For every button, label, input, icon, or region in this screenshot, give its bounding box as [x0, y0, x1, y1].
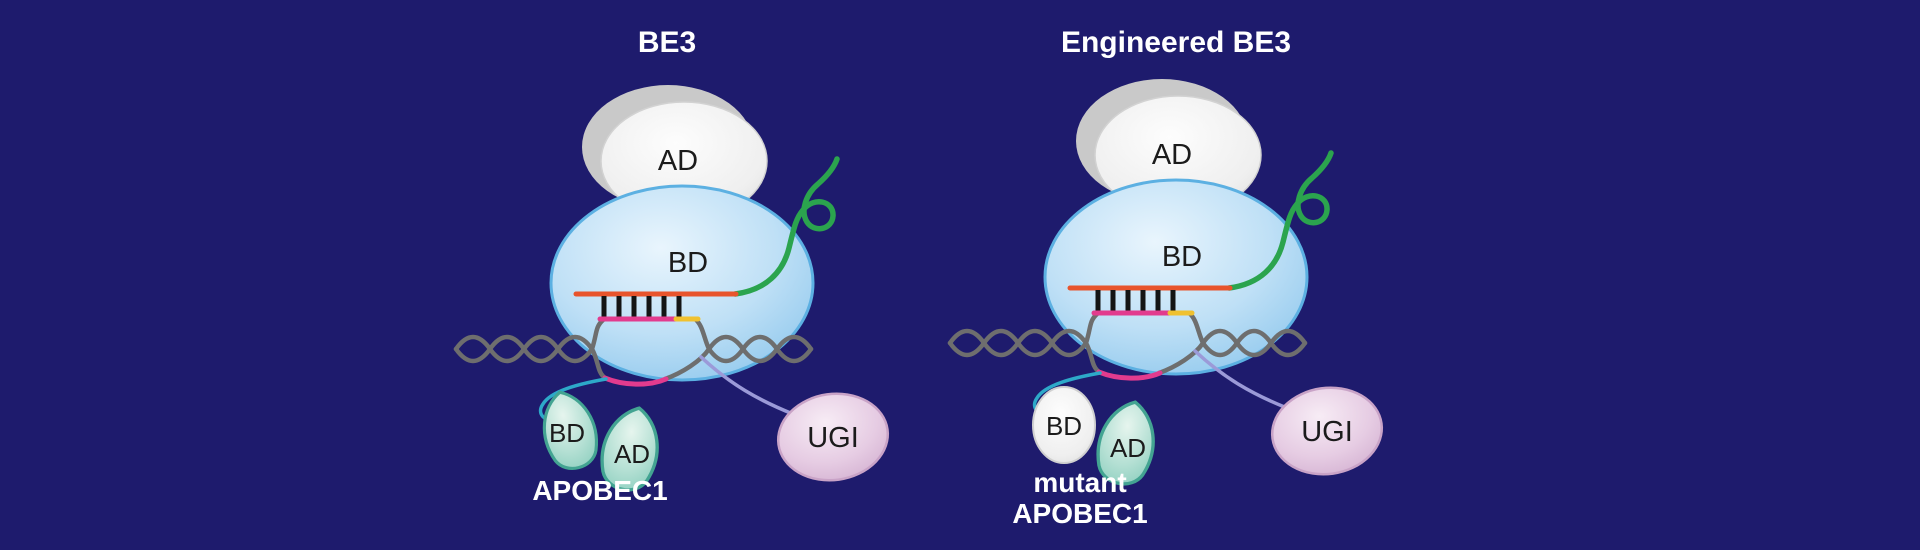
ad-domain-label: AD [658, 145, 698, 177]
ugi-blob [1270, 386, 1384, 476]
panel-engineered-be3: Engineered BE3 AD BD [947, 26, 1384, 529]
ugi-blob [776, 392, 890, 482]
apobec-name-line2: APOBEC1 [1012, 498, 1147, 529]
cas9-bd-body [1043, 178, 1309, 376]
dna-helix-right-strand-b [1200, 328, 1308, 358]
ugi-label: UGI [1301, 416, 1353, 448]
apobec-name-line1: mutant [1033, 467, 1126, 498]
sgrna-loop [1226, 150, 1334, 291]
panel-title-engineered-be3: Engineered BE3 [1061, 26, 1291, 59]
panel-title-be3: BE3 [638, 26, 696, 59]
dna-helix-left-strand-b [947, 328, 1089, 358]
apobec-bd-label: BD [1046, 411, 1082, 441]
cas9-bd-body [549, 184, 815, 382]
apobec-ad-label: AD [614, 439, 650, 469]
panel-be3: BE3 AD BD [453, 26, 890, 506]
cas9-bd-label: BD [668, 247, 708, 279]
apobec-name-label: APOBEC1 [532, 475, 667, 506]
ugi-linker [1193, 349, 1289, 410]
dna-helix-right-strand-a [706, 334, 814, 364]
apobec-ad-leaf [1096, 400, 1155, 486]
sgrna-loop [732, 156, 840, 297]
displaced-strand-magenta [602, 375, 669, 387]
displaced-strand-magenta [1096, 369, 1163, 381]
ugi-label: UGI [807, 422, 859, 454]
ugi-linker [699, 355, 795, 416]
base-pairing-comb [1095, 290, 1176, 311]
apobec-ad-label: AD [1110, 433, 1146, 463]
apobec-bd-leaf [542, 390, 599, 470]
apobec-ad-leaf [600, 406, 659, 492]
mutant-apobec-bd-ellipse [1032, 386, 1096, 464]
dna-helix-right-strand-b [706, 334, 814, 364]
ad-domain-label: AD [1152, 139, 1192, 171]
cas9-bd-label: BD [1162, 241, 1202, 273]
base-pairing-comb [601, 296, 682, 317]
dna-helix-left-strand-b [453, 334, 595, 364]
apobec-bd-label: BD [549, 418, 585, 448]
dna-helix-right-strand-a [1200, 328, 1308, 358]
